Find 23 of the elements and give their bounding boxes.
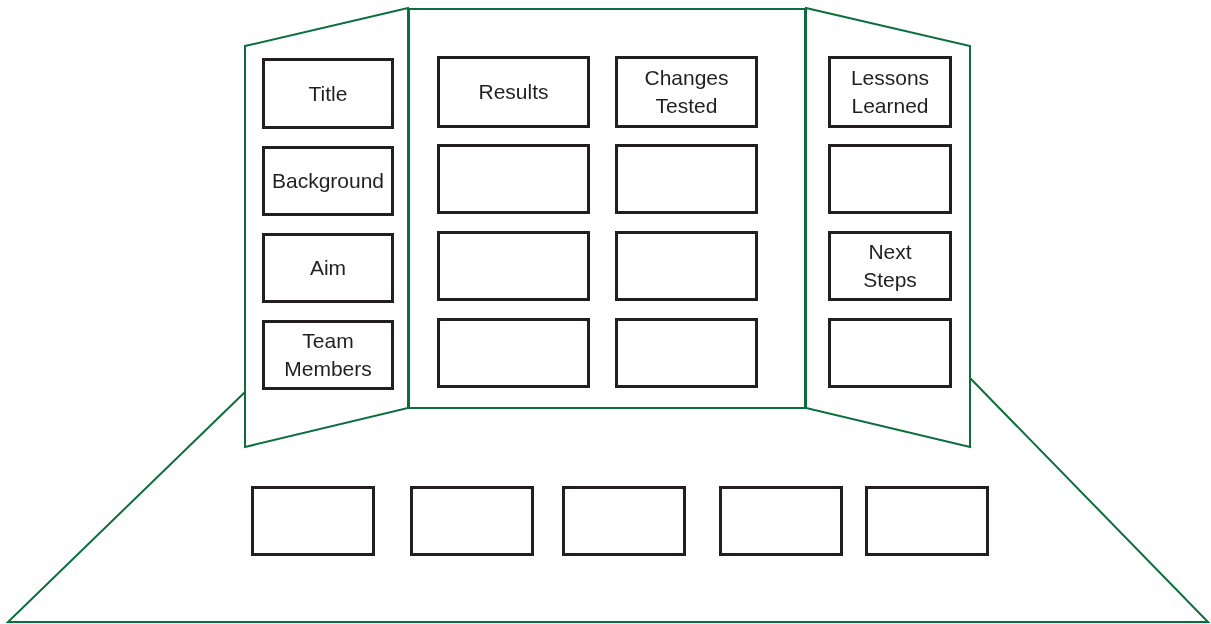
blank-box: [865, 486, 989, 556]
blank-box: [562, 486, 686, 556]
text-box: Background: [262, 146, 394, 216]
blank-box: [251, 486, 375, 556]
text-box: Lessons Learned: [828, 56, 952, 128]
text-box: Team Members: [262, 320, 394, 390]
text-box: Title: [262, 58, 394, 129]
blank-box: [615, 144, 758, 214]
blank-box: [719, 486, 843, 556]
blank-box: [437, 144, 590, 214]
blank-box: [828, 318, 952, 388]
text-box: Changes Tested: [615, 56, 758, 128]
poster-side-panel: [245, 8, 408, 448]
blank-box: [615, 231, 758, 301]
blank-box: [410, 486, 534, 556]
text-box: Results: [437, 56, 590, 128]
text-box: Next Steps: [828, 231, 952, 301]
blank-box: [437, 318, 590, 388]
blank-box: [615, 318, 758, 388]
blank-box: [828, 144, 952, 214]
poster-side-panel: [806, 8, 971, 448]
blank-box: [437, 231, 590, 301]
text-box: Aim: [262, 233, 394, 303]
